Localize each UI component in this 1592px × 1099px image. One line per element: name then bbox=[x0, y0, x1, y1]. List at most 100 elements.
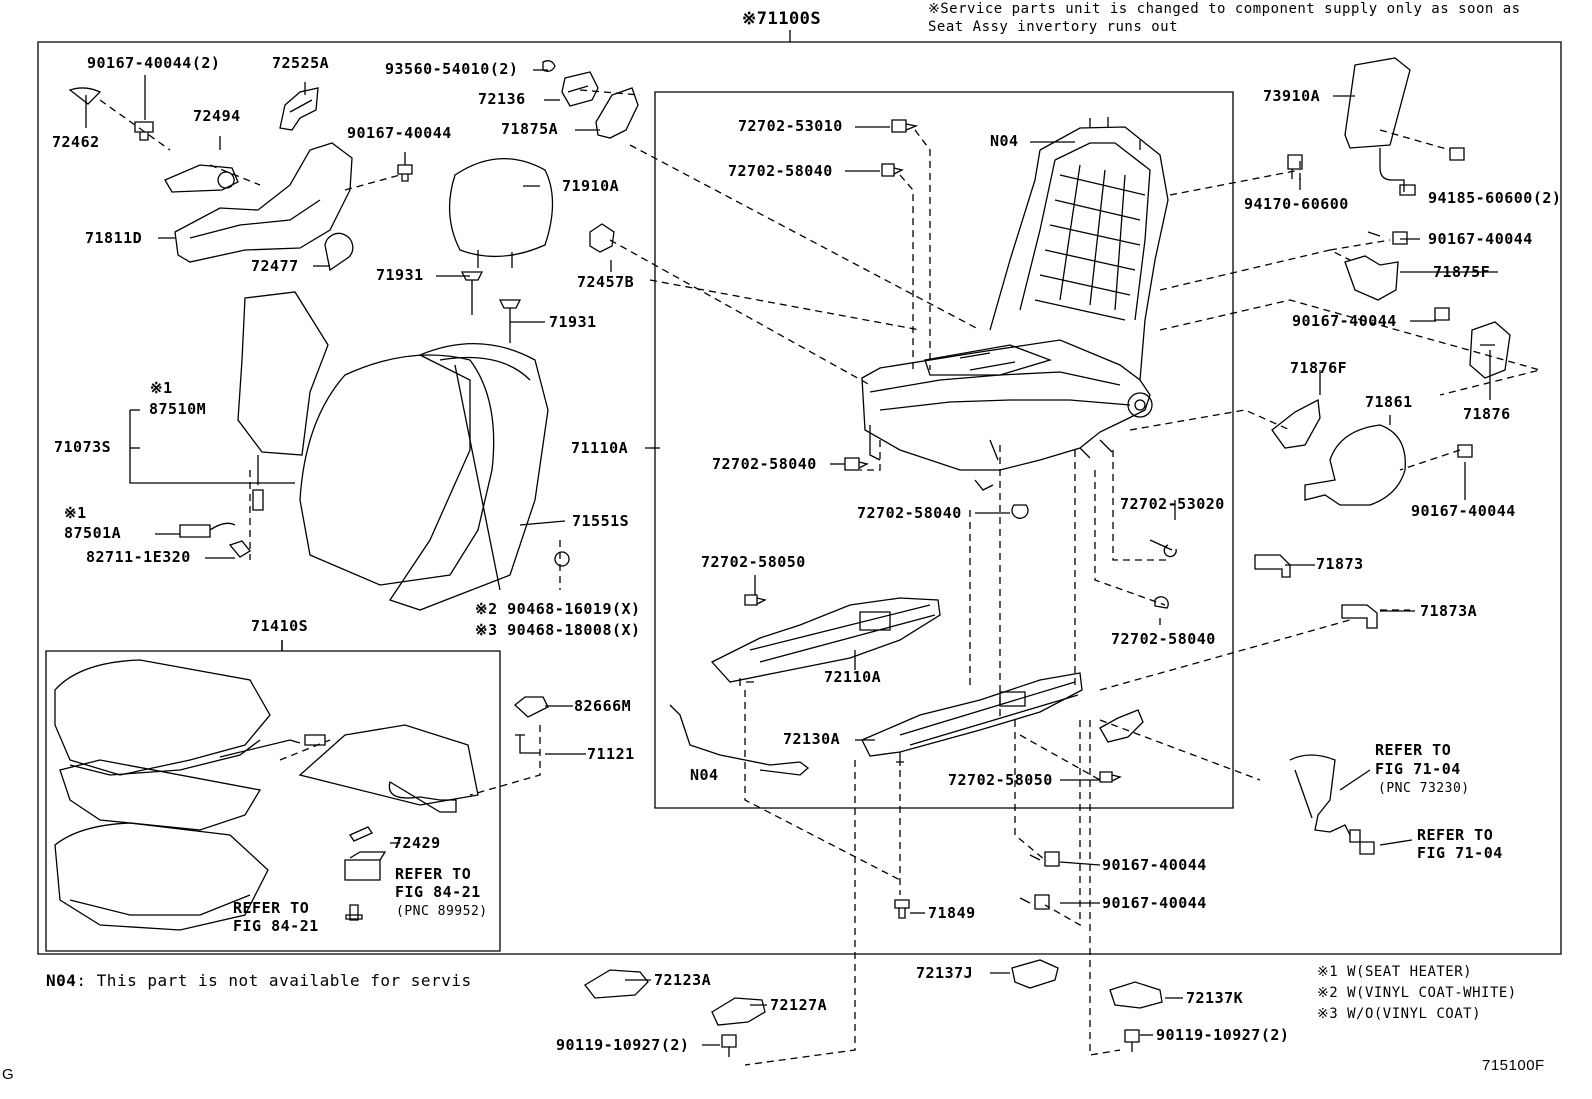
headrest-71910A-art bbox=[450, 159, 553, 257]
bolt-90167-e-art bbox=[1030, 852, 1059, 866]
part-label-71875A[interactable]: 71875A bbox=[501, 120, 559, 138]
part-label-71875F[interactable]: 71875F bbox=[1433, 263, 1491, 281]
part-label-72477[interactable]: 72477 bbox=[251, 257, 299, 275]
part-label-90167-40044-d[interactable]: 90167-40044 bbox=[1411, 502, 1516, 520]
part-label-87510M[interactable]: 87510M bbox=[149, 400, 207, 418]
part-label-72137J[interactable]: 72137J bbox=[916, 964, 974, 982]
part-label-90167-40044-a[interactable]: 90167-40044 bbox=[347, 124, 452, 142]
clip-82711-art bbox=[230, 541, 250, 557]
part-label-72702-58040-d[interactable]: 72702-58040 bbox=[1111, 630, 1216, 648]
part-label-71121[interactable]: 71121 bbox=[587, 745, 635, 763]
ring-90468-art bbox=[555, 552, 569, 566]
frame-subassembly-box bbox=[655, 92, 1233, 808]
part-label-73910A[interactable]: 73910A bbox=[1263, 87, 1321, 105]
part-label-90119-10927-b[interactable]: 90119-10927(2) bbox=[1156, 1026, 1290, 1044]
part-label-72110A[interactable]: 72110A bbox=[824, 668, 882, 686]
corner-mark: G bbox=[2, 1066, 15, 1083]
part-label-71873A[interactable]: 71873A bbox=[1420, 602, 1478, 620]
refer-fig-84-21-a-pnc: (PNC 89952) bbox=[396, 904, 488, 919]
part-label-94185-60600[interactable]: 94185-60600(2) bbox=[1428, 189, 1562, 207]
airbag-73910A-art bbox=[1345, 58, 1410, 192]
refer-fig-71-04-b-line2[interactable]: FIG 71-04 bbox=[1417, 844, 1503, 862]
part-label-72137K[interactable]: 72137K bbox=[1186, 989, 1244, 1007]
cushion-heater-art bbox=[60, 760, 260, 830]
clip-82666M-art bbox=[515, 697, 548, 717]
part-label-71073S[interactable]: 71073S bbox=[54, 438, 112, 456]
part-label-72702-58050-b[interactable]: 72702-58050 bbox=[948, 771, 1053, 789]
part-label-N04-wire[interactable]: N04 bbox=[690, 766, 719, 784]
part-label-72702-53010[interactable]: 72702-53010 bbox=[738, 117, 843, 135]
service-note-line2: Seat Assy invertory runs out bbox=[928, 19, 1179, 35]
part-label-71410S[interactable]: 71410S bbox=[251, 617, 309, 635]
cover-71876-art bbox=[1470, 322, 1510, 378]
hook-71121-art bbox=[515, 735, 540, 753]
part-label-72130A[interactable]: 72130A bbox=[783, 730, 841, 748]
part-label-72702-58040-a[interactable]: 72702-58040 bbox=[728, 162, 833, 180]
part-label-71876[interactable]: 71876 bbox=[1463, 405, 1511, 423]
part-label-72702-58050-a[interactable]: 72702-58050 bbox=[701, 553, 806, 571]
refer-fig-71-04-a-line2[interactable]: FIG 71-04 bbox=[1375, 760, 1461, 778]
bolt-90119-a-art bbox=[722, 1035, 736, 1057]
bolt-90167-f-art bbox=[1020, 895, 1049, 909]
part-label-94170-60600[interactable]: 94170-60600 bbox=[1244, 195, 1349, 213]
part-label-71931-a[interactable]: 71931 bbox=[376, 266, 424, 284]
footnote-mark-1-b: ※1 bbox=[64, 504, 87, 522]
part-label-71931-b[interactable]: 71931 bbox=[549, 313, 597, 331]
part-label-82666M[interactable]: 82666M bbox=[574, 697, 632, 715]
part-label-72123A[interactable]: 72123A bbox=[654, 971, 712, 989]
clip-93560-art bbox=[543, 61, 555, 72]
part-label-90468-16019[interactable]: ※2 90468-16019(X) bbox=[475, 600, 641, 618]
bolt-8421-art bbox=[346, 905, 362, 920]
part-label-90167-40044-c[interactable]: 90167-40044 bbox=[1292, 312, 1397, 330]
part-label-71110A[interactable]: 71110A bbox=[571, 439, 629, 457]
refer-fig-84-21-a-line1[interactable]: REFER TO bbox=[395, 865, 472, 883]
refer-fig-84-21-a-line2[interactable]: FIG 84-21 bbox=[395, 883, 481, 901]
part-label-71551S[interactable]: 71551S bbox=[572, 512, 630, 530]
wire-N04-art bbox=[670, 705, 808, 775]
main-assembly-label[interactable]: ※71100S bbox=[742, 9, 822, 29]
cover-71876F-art bbox=[1272, 400, 1320, 448]
part-label-72136[interactable]: 72136 bbox=[478, 90, 526, 108]
part-label-71849[interactable]: 71849 bbox=[928, 904, 976, 922]
seatback-pad-71073S-art bbox=[300, 355, 494, 585]
refer-fig-71-04-b-line1[interactable]: REFER TO bbox=[1417, 826, 1494, 844]
connector-87501A-art bbox=[180, 523, 235, 537]
guide-71931-b-art bbox=[500, 300, 520, 343]
part-label-72525A[interactable]: 72525A bbox=[272, 54, 330, 72]
part-label-82711-1E320[interactable]: 82711-1E320 bbox=[86, 548, 191, 566]
part-label-71873[interactable]: 71873 bbox=[1316, 555, 1364, 573]
bolt-90167-top-art bbox=[135, 122, 153, 140]
refer-fig-84-21-b-line2[interactable]: FIG 84-21 bbox=[233, 917, 319, 935]
seat-frame-art bbox=[862, 117, 1168, 470]
part-label-90167-40044-top[interactable]: 90167-40044(2) bbox=[87, 54, 221, 72]
part-label-72702-58040-b[interactable]: 72702-58040 bbox=[712, 455, 817, 473]
part-label-71861[interactable]: 71861 bbox=[1365, 393, 1413, 411]
part-label-72429[interactable]: 72429 bbox=[393, 834, 441, 852]
refer-fig-71-04-a-line1[interactable]: REFER TO bbox=[1375, 741, 1452, 759]
part-label-72127A[interactable]: 72127A bbox=[770, 996, 828, 1014]
footnote-n04: N04: This part is not available for serv… bbox=[46, 972, 472, 989]
part-label-90167-40044-b[interactable]: 90167-40044 bbox=[1428, 230, 1533, 248]
part-label-71910A[interactable]: 71910A bbox=[562, 177, 620, 195]
part-label-90167-40044-f[interactable]: 90167-40044 bbox=[1102, 894, 1207, 912]
solid-leaders bbox=[86, 70, 1498, 1045]
part-label-90167-40044-e[interactable]: 90167-40044 bbox=[1102, 856, 1207, 874]
part-label-72702-53020[interactable]: 72702-53020 bbox=[1120, 495, 1225, 513]
part-label-90468-18008[interactable]: ※3 90468-18008(X) bbox=[475, 621, 641, 639]
refer-fig-84-21-b-line1[interactable]: REFER TO bbox=[233, 899, 310, 917]
knob-72494-art bbox=[165, 165, 238, 192]
cover-71875F-art bbox=[1345, 256, 1398, 300]
part-label-71811D[interactable]: 71811D bbox=[85, 229, 143, 247]
part-label-72702-58040-c[interactable]: 72702-58040 bbox=[857, 504, 962, 522]
part-label-87501A[interactable]: 87501A bbox=[64, 524, 122, 542]
part-label-N04-frame[interactable]: N04 bbox=[990, 132, 1019, 150]
part-label-72462[interactable]: 72462 bbox=[52, 133, 100, 151]
part-label-72494[interactable]: 72494 bbox=[193, 107, 241, 125]
part-label-72457B[interactable]: 72457B bbox=[577, 273, 635, 291]
knob-71861-art bbox=[1305, 425, 1405, 505]
dashed-leaders bbox=[100, 90, 1540, 1065]
part-label-71876F[interactable]: 71876F bbox=[1290, 359, 1348, 377]
part-label-90119-10927-a[interactable]: 90119-10927(2) bbox=[556, 1036, 690, 1054]
part-label-93560-54010[interactable]: 93560-54010(2) bbox=[385, 60, 519, 78]
